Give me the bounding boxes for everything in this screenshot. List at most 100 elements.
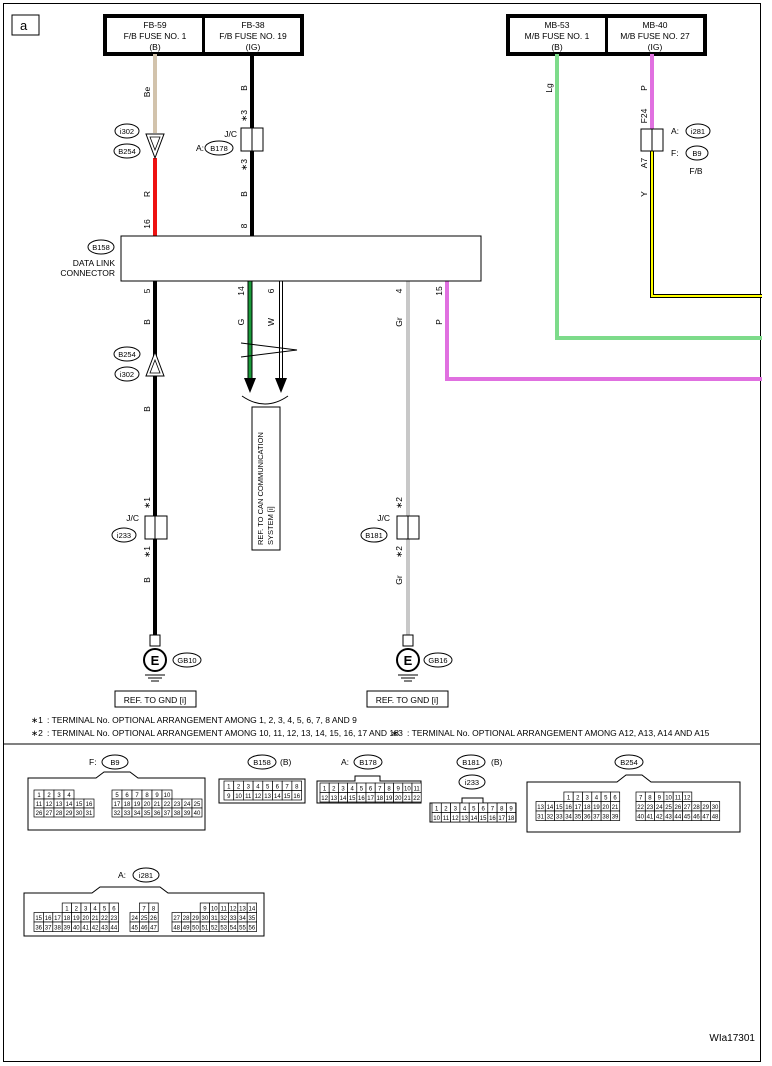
wire-labels: Be R 16 B ∗3 ∗3 B 8 Lg P F24 A7 Y 5 B B … [142, 83, 649, 585]
conn-b254-right-pin-number: 26 [675, 805, 682, 811]
conn-b181-pin-number: 4 [463, 807, 467, 813]
fuse-mb53-name: M/B FUSE NO. 1 [525, 31, 590, 41]
conn-b254-left-pin-number: 19 [593, 805, 600, 811]
conn-b181-pin-number: 13 [461, 816, 468, 822]
wire-mb40-yellow [650, 150, 762, 298]
conn-b158-pin-number: 12 [255, 794, 262, 800]
conn-b9-right-pin-number: 24 [184, 802, 191, 808]
pin-label-4: 4 [394, 288, 404, 293]
conn-i281-mid-pin-cell [148, 921, 159, 932]
conn-b254-left-pin-number: 37 [593, 815, 600, 821]
conn-b158-pin-number: 8 [295, 785, 299, 791]
conn-i281-mid-pin-number: 25 [141, 916, 148, 922]
conn-b254-left-pin-cell [610, 810, 621, 821]
i302-badge-lower [114, 366, 140, 382]
conn-i281-right-pin-number: 49 [183, 926, 190, 932]
conn-b254-right-pin-number: 10 [665, 796, 672, 802]
arrow-bracket [241, 395, 289, 405]
conn-b178-pin-number: 11 [413, 787, 420, 793]
conn-b178-pin-number: 3 [341, 787, 345, 793]
b254-badge-upper [113, 143, 141, 159]
pin-label-6: 6 [266, 288, 276, 293]
gb16-badge-label: GB16 [428, 656, 447, 665]
marker-star2-top: ∗2 [394, 497, 404, 509]
conn-b254-left-pin-number: 5 [604, 796, 608, 802]
note-2-mark: ∗2 [31, 728, 43, 738]
conn-i281-mid-pin-number: 8 [152, 907, 156, 913]
conn-b9-right-pin-number: 40 [194, 811, 201, 817]
conn-b158-pin-number: 16 [293, 794, 300, 800]
note-3-mark: ∗3 [391, 728, 403, 738]
conn-i233-name: i233 [465, 778, 479, 787]
marker-star3-bottom: ∗3 [239, 159, 249, 171]
conn-i281-left-pin-number: 23 [111, 916, 118, 922]
conn-b178-pin-number: 21 [404, 796, 411, 802]
conn-i281-right-pin-number: 33 [230, 916, 237, 922]
conn-i281-left-pin-number: 6 [112, 907, 116, 913]
corner-label: a [20, 18, 28, 33]
conn-i281-left-pin-number: 16 [45, 916, 52, 922]
conn-b158-pin-number: 10 [235, 794, 242, 800]
i302-badge-upper [114, 123, 140, 139]
jc-b178-label: J/C [224, 129, 237, 139]
gb10-badge-label: GB10 [177, 656, 196, 665]
conn-b181-pin-number: 12 [452, 816, 459, 822]
conn-b254-left-pin-number: 14 [547, 805, 554, 811]
marker-star3-top: ∗3 [239, 110, 249, 122]
fb-label: F/B [689, 166, 703, 176]
conn-b9-right-pin-number: 22 [164, 802, 171, 808]
conn-b178-pin-number: 19 [386, 796, 393, 802]
conn-b178-pin-number: 22 [413, 796, 420, 802]
conn-b178-pin-number: 16 [358, 796, 365, 802]
conn-b158-pin-number: 6 [276, 785, 280, 791]
conn-i281-left-pin-number: 18 [64, 916, 71, 922]
conn-b158-suffix: (B) [280, 757, 292, 767]
conn-b178-pin-number: 1 [323, 787, 327, 793]
i302-badge-lower-label: i302 [120, 370, 134, 379]
conn-b9-right-pin-number: 32 [114, 811, 121, 817]
conn-b178-pin-cell [411, 792, 422, 803]
conn-b181-pin-number: 6 [481, 807, 485, 813]
pin-label-a7: A7 [639, 158, 649, 169]
conn-b181-suffix: (B) [491, 757, 503, 767]
conn-b254-right-pin-number: 28 [693, 805, 700, 811]
b9-prefix: F: [671, 148, 679, 158]
conn-b181-pin-number: 17 [498, 816, 505, 822]
conn-b254-right-pin-number: 12 [684, 796, 691, 802]
conn-b178-pin-number: 18 [376, 796, 383, 802]
conn-b9-right-pin-number: 23 [174, 802, 181, 808]
b158-badge [87, 239, 115, 255]
conn-b254-right-pin-number: 41 [647, 815, 654, 821]
fuse-mb40-sub: (IG) [648, 42, 663, 52]
conn-b254-right-pin-number: 44 [675, 815, 682, 821]
conn-i281-left-pin-number: 38 [54, 926, 61, 932]
fuse-mb53-code: MB-53 [544, 20, 569, 30]
conn-b9-left-pin-number: 16 [86, 802, 93, 808]
conn-b9-right-pin-number: 6 [125, 793, 129, 799]
conn-i281-right-pin-number: 14 [249, 907, 256, 913]
conn-b254-left-pin-number: 39 [612, 815, 619, 821]
conn-b254-left-pin-number: 31 [537, 815, 544, 821]
gb16-symbol-letter: E [404, 653, 413, 668]
conn-b9-right-pin-number: 39 [184, 811, 191, 817]
conn-b254-left-pin-number: 35 [575, 815, 582, 821]
gb16-symbol [396, 648, 420, 672]
conn-i281-right-pin-number: 53 [220, 926, 227, 932]
conn-b254-left-pin-number: 20 [602, 805, 609, 811]
fuse-fb38-code: FB-38 [241, 20, 264, 30]
conn-i281-right-pin-number: 35 [249, 916, 256, 922]
conn-i281-mid-pin-number: 26 [150, 916, 157, 922]
marker-star1-top: ∗1 [142, 497, 152, 509]
wire-label-pin5-mid: B [142, 406, 152, 412]
b9-badge-label: B9 [692, 149, 701, 158]
conn-b9-right-pin-number: 18 [124, 802, 131, 808]
conn-b9-right-pin-number: 10 [164, 793, 171, 799]
conn-i281-left-pin-number: 36 [35, 926, 42, 932]
b181-badge-label: B181 [365, 531, 383, 540]
conn-b254-right-pin-number: 43 [665, 815, 672, 821]
conn-b254-left-pin-number: 36 [584, 815, 591, 821]
corner-label-box [11, 14, 40, 36]
conn-b158-pin-cell [291, 790, 302, 801]
wire-label-fb59-top: Be [142, 87, 152, 98]
wire-label-mb40-bottom: Y [639, 191, 649, 197]
